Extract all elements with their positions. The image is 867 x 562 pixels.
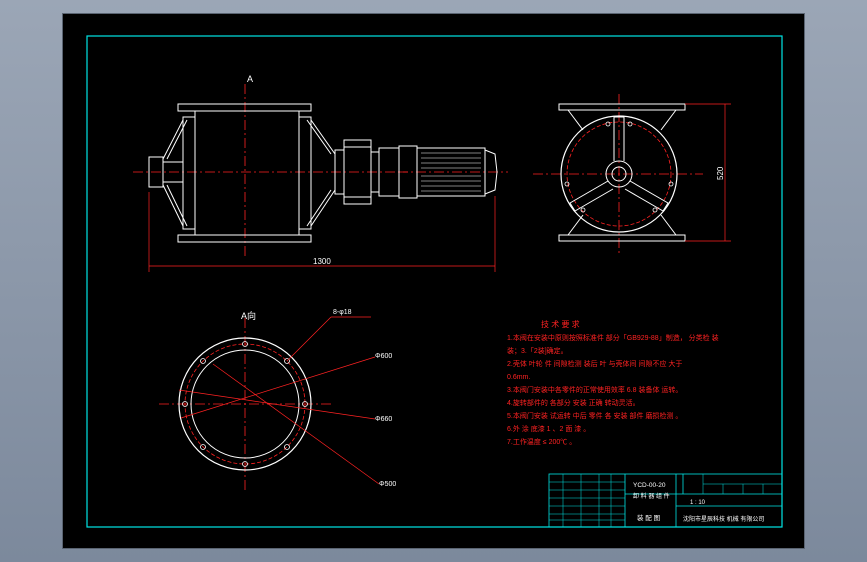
cad-viewport[interactable]: A — [62, 13, 805, 549]
dim-holes: 8-φ18 — [333, 309, 352, 316]
tech-req-line: 0.6mm. — [507, 374, 530, 381]
tech-req-line: 装；3.「2装]确定。 — [507, 346, 568, 355]
view-label-a: A — [247, 74, 253, 84]
dim-overall-length: 1300 — [313, 257, 331, 266]
part-code: YCD-00-20 — [633, 482, 666, 489]
tech-req-line: 4.旋转部件的 各部分 安装 正确 转动灵活。 — [507, 398, 640, 407]
tech-req-line: 6.外 涂 底漆 1 、2 面 漆 。 — [507, 424, 590, 433]
tech-req-line: 1.本阀在安装中原则按照标准件 部分「GB929-88」制造， 分类检 装 — [507, 333, 719, 342]
tech-req-heading: 技 术 要 求 — [541, 319, 580, 329]
tech-req-line: 7.工作温度 ≤ 200℃ 。 — [507, 437, 576, 446]
tech-req-line: 5.本阀门安装 试运转 中后 零件 各 安装 部件 磨损检测 。 — [507, 411, 682, 420]
tech-req-line: 2.壳体 叶轮 件 间隙检测 装后 叶 与壳体间 间隙不应 大于 — [507, 359, 682, 368]
dim-height: 520 — [716, 166, 725, 180]
assembly-label: 装 配 图 — [637, 513, 660, 522]
title-block — [548, 473, 783, 528]
tech-req-line: 3.本阀门安装中各零件的正常使用效率 6.8 装备体 运转。 — [507, 385, 682, 394]
front-view: A — [133, 74, 508, 272]
section-label: A向 — [241, 310, 256, 321]
dim-d1: Φ600 — [375, 353, 392, 360]
scale-label: 1 : 10 — [690, 500, 706, 506]
dim-d2: Φ660 — [375, 416, 392, 423]
part-name: 卸 料 器 组 件 — [633, 492, 670, 500]
drawing-sheet: A — [86, 35, 783, 528]
company-name: 沈阳市星辰科技 机械 有限公司 — [683, 515, 764, 523]
drawing-border — [86, 35, 783, 528]
technical-requirements: 技 术 要 求 1.本阀在安装中原则按照标准件 部分「GB929-88」制造， … — [507, 319, 719, 446]
side-view: 520 — [533, 94, 731, 254]
a-direction-view: A向 8-φ18 Φ600 Φ660 Φ500 — [159, 309, 396, 492]
dim-d3: Φ500 — [379, 481, 396, 488]
